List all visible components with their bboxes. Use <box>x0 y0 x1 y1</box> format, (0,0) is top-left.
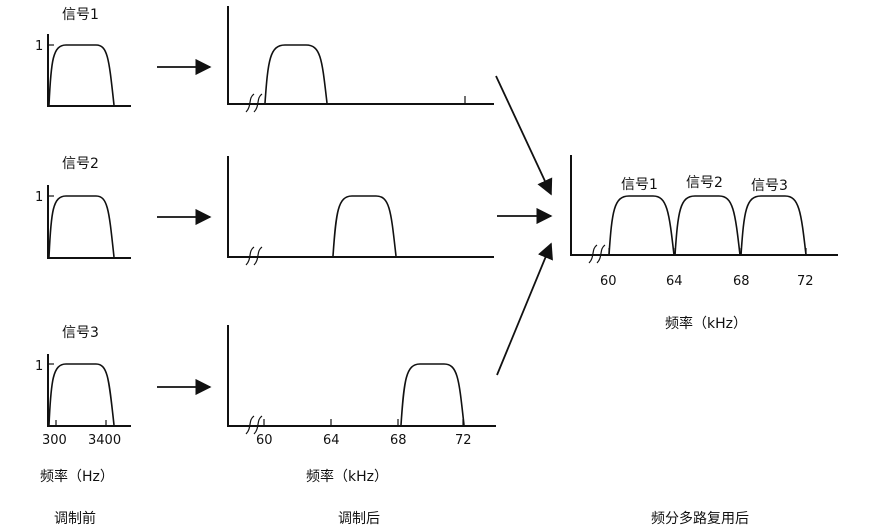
tick-60: 60 <box>600 274 617 289</box>
multiplexed-spectrum-2 <box>674 195 741 256</box>
tick-72: 72 <box>455 433 472 448</box>
tick-68: 68 <box>390 433 407 448</box>
multiplexed-signal-1-label: 信号1 <box>621 177 658 193</box>
axis-break-icon <box>245 246 263 266</box>
modulated-axes-3 <box>227 325 496 427</box>
tick-60: 60 <box>256 433 273 448</box>
amplitude-tick-3: 1 <box>35 359 43 374</box>
axis-break-icon <box>588 244 606 264</box>
modulated-axis-label: 频率（kHz） <box>306 468 388 485</box>
amplitude-tick-1: 1 <box>35 39 43 54</box>
multiplexed-graph: 信号1 信号2 信号3 60 64 68 72 <box>570 155 838 289</box>
signal-3-label: 信号3 <box>62 325 99 341</box>
modulated-spectrum-1 <box>264 44 328 104</box>
modulated-graph-2 <box>227 156 494 266</box>
baseband-graph-3: 信号3 1 300 3400 <box>35 325 131 448</box>
baseband-spectrum-2 <box>48 195 115 258</box>
modulated-graph-3: 60 64 68 72 <box>227 325 496 448</box>
caption-before: 调制前 <box>54 510 96 527</box>
tick-64: 64 <box>323 433 340 448</box>
baseband-axis-label: 频率（Hz） <box>40 468 114 485</box>
tick-64: 64 <box>666 274 683 289</box>
signal-2-label: 信号2 <box>62 156 99 172</box>
tick-3400: 3400 <box>88 433 121 448</box>
arrow-merge-1 <box>495 75 553 196</box>
tick-300: 300 <box>42 433 67 448</box>
amplitude-tick-2: 1 <box>35 190 43 205</box>
multiplexed-signal-2-label: 信号2 <box>686 175 723 191</box>
baseband-spectrum-1 <box>48 44 115 106</box>
modulated-spectrum-3 <box>400 363 465 426</box>
axis-break-icon <box>245 93 263 113</box>
multiplexed-spectrum-3 <box>740 195 807 256</box>
multiplexed-spectrum-1 <box>608 195 675 256</box>
baseband-spectrum-3 <box>48 363 115 426</box>
baseband-axes-1 <box>47 34 131 107</box>
tick-68: 68 <box>733 274 750 289</box>
modulated-spectrum-2 <box>332 195 397 257</box>
tick-72: 72 <box>797 274 814 289</box>
multiplexed-axes <box>570 155 838 256</box>
caption-multiplexed: 频分多路复用后 <box>651 510 749 527</box>
signal-1-label: 信号1 <box>62 7 99 23</box>
baseband-axes-2 <box>47 185 131 259</box>
baseband-graph-1: 信号1 1 <box>35 7 131 107</box>
caption-after: 调制后 <box>338 511 380 527</box>
multiplexed-axis-label: 频率（kHz） <box>665 315 747 332</box>
multiplexed-signal-3-label: 信号3 <box>751 178 788 194</box>
arrow-merge-3 <box>496 242 553 376</box>
modulated-axes-2 <box>227 156 494 258</box>
baseband-axes-3 <box>47 354 131 427</box>
axis-break-icon <box>245 415 263 435</box>
modulated-axes-1 <box>227 6 494 105</box>
baseband-graph-2: 信号2 1 <box>35 156 131 259</box>
modulated-graph-1 <box>227 6 494 113</box>
